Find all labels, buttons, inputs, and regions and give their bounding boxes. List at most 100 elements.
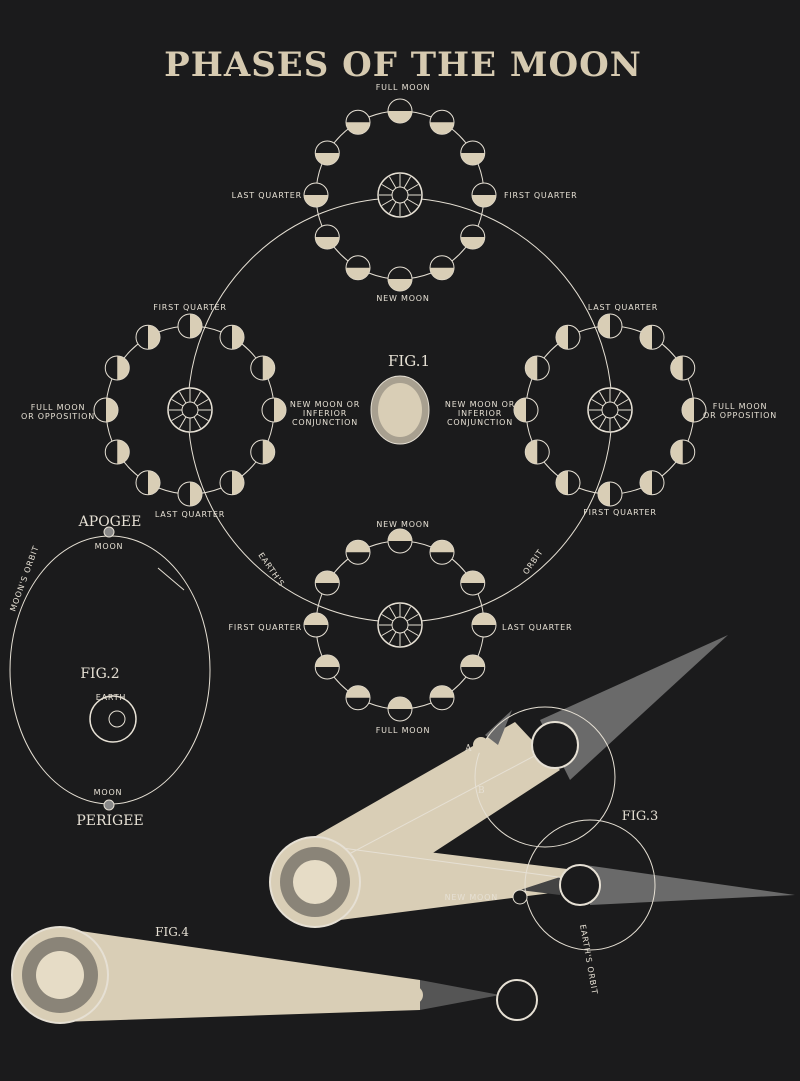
moon-phase [670,355,696,381]
fig2-label: FIG.2 [80,666,119,682]
apogee-label: APOGEE [78,514,142,530]
moon-phase [387,528,413,554]
moon-phase [314,224,340,250]
fig3-orbit-upper [474,706,616,848]
right-last-quarter-label: LAST QUARTER [588,303,658,312]
left-inferior-label: INFERIOR [303,409,347,418]
moon-phase [314,570,340,596]
sunlight-beam-lower [330,840,575,920]
moon-phase [387,98,413,124]
bottom-new-moon-label: NEW MOON [376,520,429,529]
moon-phase [597,313,623,339]
sun-fig3-core [293,860,337,904]
moon-phase [303,182,329,208]
perigee-label: PERIGEE [76,813,143,829]
moon-phase [471,182,497,208]
moon-phase [460,570,486,596]
right-conjunction-label: CONJUNCTION [447,418,513,427]
moon-phase [524,439,550,465]
moon-phase [93,397,119,423]
earth-shadow-cone [540,635,728,780]
moon-phase [429,109,455,135]
new-moon-fig3-label: NEW MOON [445,893,498,902]
moon-phase [597,481,623,507]
earth-shadow-cone-lower [585,865,795,905]
moon-phase [250,439,276,465]
orbit-direction-arrow [157,567,185,591]
moon-phase [314,140,340,166]
bottom-last-quarter-label: LAST QUARTER [502,623,572,632]
moon-phase [670,439,696,465]
right-opposition-label: OR OPPOSITION [703,411,777,420]
moon-apogee [103,526,115,538]
top-first-quarter-label: FIRST QUARTER [504,191,578,200]
orbit-label-right: ORBIT [521,548,545,577]
left-opposition-label: OR OPPOSITION [21,412,95,421]
point-b-label: B [478,786,485,796]
moon-phase [135,324,161,350]
moon-system-left [93,313,287,507]
moon-a [473,737,489,753]
new-moon-fig3 [512,889,528,905]
top-new-moon-label: NEW MOON [376,294,429,303]
point-a-label: A [464,744,472,754]
moon-system-right [513,313,707,507]
left-first-quarter-label: FIRST QUARTER [153,303,227,312]
moon-phase [104,355,130,381]
earth-top [377,172,423,218]
moon-phase [345,685,371,711]
moons-orbit-label: MOON'S ORBIT [8,544,40,612]
earth-left [167,387,213,433]
moon-phase [104,439,130,465]
left-full-moon-label: FULL MOON [31,403,86,412]
left-new-moon-label: NEW MOON OR [290,400,360,409]
moon-phase [429,685,455,711]
moon-phase [460,140,486,166]
moon-phase [250,355,276,381]
moon-shadow-fig4 [420,980,500,1010]
earth-fig4 [496,979,538,1021]
right-full-moon-label: FULL MOON [713,402,768,411]
moon-phase [303,612,329,638]
moon-phase [387,266,413,292]
moon-perigee [103,799,115,811]
earth-fig3-lower [559,864,601,906]
moon-phase [345,255,371,281]
moon-phase [345,109,371,135]
fig3-orbit-lower [524,819,656,951]
moon-phase [555,470,581,496]
moon-phase [681,397,707,423]
moon-phase [639,324,665,350]
earth-right [587,387,633,433]
bottom-first-quarter-label: FIRST QUARTER [228,623,302,632]
moon-phase [177,481,203,507]
top-last-quarter-label: LAST QUARTER [232,191,302,200]
earth-label-fig2: EARTH [96,693,126,702]
moon-bottom-label: MOON [94,788,123,797]
moon-phase [135,470,161,496]
sun-earth-line-lower [319,844,581,881]
earths-orbit-fig3-label: EARTH'S ORBIT [578,924,599,996]
fig1-label: FIG.1 [388,352,430,370]
moon-phase [471,612,497,638]
moon-system-top [303,98,497,292]
fig3 [269,635,795,951]
moon-phase [555,324,581,350]
moon-phase [314,654,340,680]
earth-fig2 [89,695,137,743]
moon-fig4 [405,986,423,1004]
fig4 [11,926,538,1024]
moon-phase [177,313,203,339]
moon-phase [345,539,371,565]
moon-top-label: MOON [95,542,124,551]
top-full-moon-label: FULL MOON [376,83,431,92]
bottom-full-moon-label: FULL MOON [376,726,431,735]
right-first-quarter-label: FIRST QUARTER [583,508,657,517]
left-last-quarter-label: LAST QUARTER [155,510,225,519]
moon-system-bottom [303,528,497,722]
moon-phase [460,654,486,680]
chart-title: PHASES OF THE MOON [164,45,642,85]
moon-phase [261,397,287,423]
sun-fig1 [370,375,430,445]
